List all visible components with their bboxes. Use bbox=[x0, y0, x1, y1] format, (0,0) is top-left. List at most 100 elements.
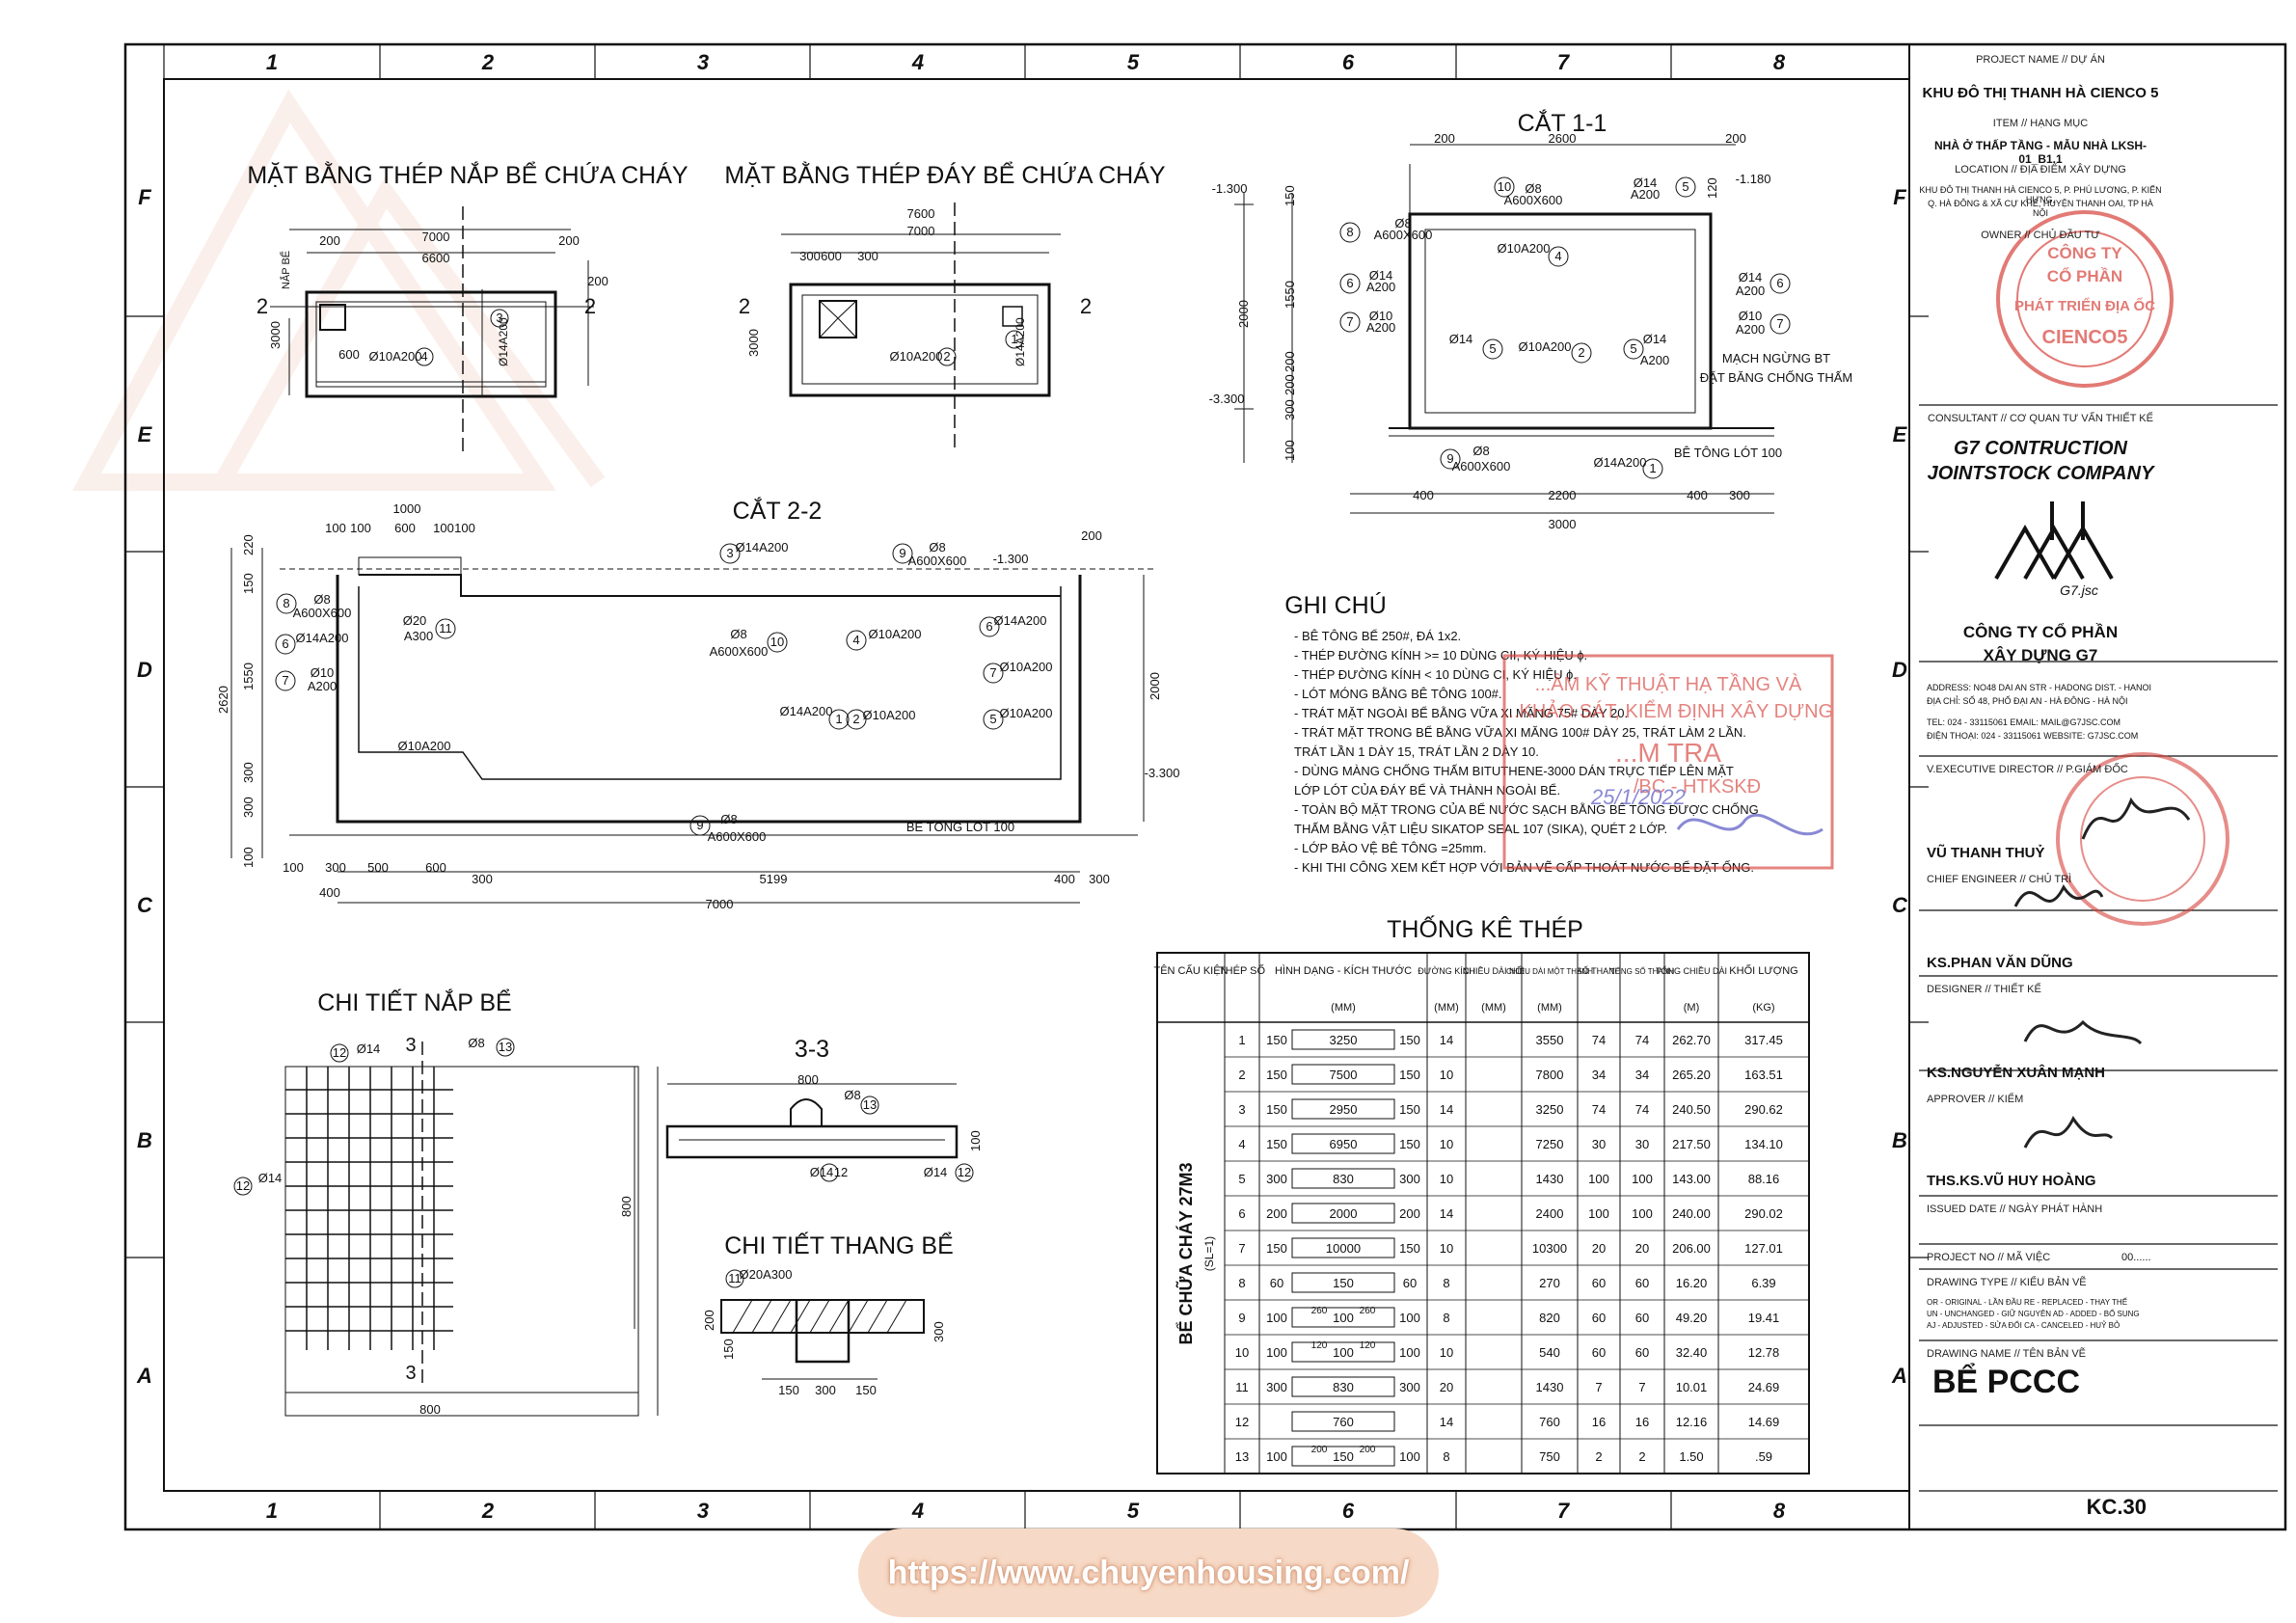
rebar-label: Ø14A200 bbox=[994, 613, 1047, 628]
table-cell: 3550 bbox=[1536, 1033, 1564, 1047]
table-cell: 74 bbox=[1592, 1102, 1606, 1117]
project-no: 00...... bbox=[2121, 1252, 2151, 1263]
table-cell: 150 bbox=[1399, 1068, 1420, 1082]
rebar-tag: 8 bbox=[283, 596, 289, 610]
rebar-label: Ø14 bbox=[1369, 268, 1393, 283]
dim-label: 150 bbox=[778, 1383, 799, 1397]
rebar-label: Ø10A200 bbox=[890, 349, 943, 364]
rebar-tag: 2 bbox=[852, 712, 859, 726]
rebar-label: A600X600 bbox=[293, 606, 352, 620]
dim-label: 6600 bbox=[422, 251, 450, 265]
rebar-shape bbox=[1291, 1064, 1395, 1085]
table-cell: 10 bbox=[1440, 1172, 1453, 1186]
chief-name: KS.PHAN VĂN DŨNG bbox=[1927, 955, 2073, 971]
dim-label: 200 bbox=[1283, 374, 1297, 395]
dim-label: 3000 bbox=[1549, 517, 1577, 531]
detail-lid-title: CHI TIẾT NẮP BỂ bbox=[317, 987, 511, 1016]
item-name: NHÀ Ở THẤP TẦNG - MẪU NHÀ LKSH-01_B1.1 bbox=[1933, 139, 2147, 166]
rebar-shape bbox=[1291, 1272, 1395, 1293]
table-cell: 14.69 bbox=[1748, 1415, 1780, 1429]
grid-col-label: 8 bbox=[1773, 1499, 1786, 1523]
note-line: - BÊ TÔNG BỂ 250#, ĐÁ 1x2. bbox=[1294, 629, 1461, 643]
table-cell-sub: 120 bbox=[1360, 1340, 1376, 1351]
dim-label: 150 bbox=[721, 1339, 736, 1360]
dim-label: 600 bbox=[821, 249, 842, 263]
rebar-label: Ø14 bbox=[357, 1041, 381, 1056]
table-cell: 12.78 bbox=[1748, 1345, 1780, 1360]
grid-row-label: C bbox=[137, 893, 153, 917]
rebar-shape bbox=[1291, 1029, 1395, 1050]
level-label: -3.300 bbox=[1209, 392, 1245, 406]
section-cut-label: 2 bbox=[584, 294, 596, 318]
rebar-tag: 4 bbox=[1554, 249, 1561, 263]
table-cell: 16 bbox=[1635, 1415, 1649, 1429]
dim-label: 5199 bbox=[760, 872, 788, 886]
note-line: - THÉP ĐƯỜNG KÍNH < 10 DÙNG CI, KÝ HIỆU … bbox=[1294, 667, 1577, 682]
owner-company-seal: CÔNG TY CỔ PHẦN PHÁT TRIỂN ĐỊA ỐC CIENCO… bbox=[1996, 210, 2174, 388]
rebar-shape bbox=[1291, 1341, 1395, 1363]
table-cell: 100 bbox=[1588, 1172, 1609, 1186]
dim-label: 300 bbox=[815, 1383, 836, 1397]
grid-row-label: F bbox=[1893, 185, 1906, 209]
table-cell: 150 bbox=[1266, 1102, 1287, 1117]
stamp-line: ...KHẢO SÁT, KIỂM ĐỊNH XÂY DỰNG bbox=[1503, 700, 1833, 722]
level-label: -3.300 bbox=[1145, 766, 1180, 780]
rebar-label: A200 bbox=[1631, 187, 1660, 202]
watermark-url[interactable]: https://www.chuyenhousing.com/ bbox=[887, 1554, 1410, 1591]
table-cell: 820 bbox=[1539, 1311, 1560, 1325]
table-cell: 16 bbox=[1592, 1415, 1606, 1429]
grid-col-label: 5 bbox=[1127, 50, 1140, 74]
rebar-label: A600X600 bbox=[1374, 228, 1433, 242]
table-cell: 100 bbox=[1266, 1449, 1287, 1464]
address-value: SỐ 48, PHỐ ĐẠI AN - HÀ ĐÔNG - HÀ NỘI bbox=[1962, 696, 2128, 706]
table-cell: 830 bbox=[1333, 1380, 1354, 1394]
rebar-label: Ø10A200 bbox=[1498, 241, 1551, 256]
rebar-label: Ø14A200 bbox=[1594, 455, 1647, 470]
designer-name: KS.NGUYỄN XUÂN MẠNH bbox=[1927, 1065, 2106, 1081]
project-name: KHU ĐÔ THỊ THANH HÀ CIENCO 5 bbox=[1922, 85, 2159, 101]
table-cell: 60 bbox=[1635, 1345, 1649, 1360]
table-cell: 8 bbox=[1443, 1449, 1449, 1464]
dim-label: 100 bbox=[241, 847, 256, 868]
rebar-label: Ø14 bbox=[810, 1165, 834, 1179]
grid-row-label: C bbox=[1892, 893, 1908, 917]
table-cell: 300 bbox=[1399, 1172, 1420, 1186]
table-cell: 750 bbox=[1539, 1449, 1560, 1464]
director-name: VŨ THANH THUỶ bbox=[1927, 845, 2045, 861]
table-cell: 74 bbox=[1635, 1033, 1649, 1047]
rebar-shape bbox=[1291, 1376, 1395, 1397]
rebar-label: Ø20A300 bbox=[740, 1267, 793, 1282]
rebar-tag: 12 bbox=[834, 1165, 848, 1179]
dim-label: 7000 bbox=[706, 897, 734, 911]
rebar-tag: 12 bbox=[236, 1178, 250, 1193]
rebar-label: A600X600 bbox=[710, 644, 769, 659]
dim-label: 300 bbox=[1283, 399, 1297, 420]
plan-bottom-drawing: 7600 7000 300 600 300 Ø10A200 2 1 2 2 30… bbox=[739, 203, 1092, 453]
consultant-company-seal bbox=[2056, 752, 2229, 926]
dim-label: 600 bbox=[338, 347, 360, 362]
rebar-shape bbox=[1291, 1446, 1395, 1467]
dim-label: 400 bbox=[1687, 488, 1708, 502]
watermark-url-banner[interactable]: https://www.chuyenhousing.com/ bbox=[858, 1528, 1439, 1617]
table-cell: 134.10 bbox=[1744, 1137, 1783, 1151]
table-cell: 150 bbox=[1399, 1137, 1420, 1151]
table-cell: 200 bbox=[1266, 1206, 1287, 1221]
notes-title: GHI CHÚ bbox=[1284, 591, 1387, 619]
rebar-label: Ø10A200 bbox=[1519, 339, 1572, 354]
dim-label: 1550 bbox=[241, 663, 256, 690]
table-cell: 240.50 bbox=[1672, 1102, 1711, 1117]
table-cell: 13 bbox=[1235, 1449, 1249, 1464]
signature bbox=[2013, 797, 2191, 1149]
rebar-label: A200 bbox=[1366, 280, 1395, 294]
table-cell: 20 bbox=[1440, 1380, 1453, 1394]
table-cell: 150 bbox=[1266, 1068, 1287, 1082]
dim-label: 150 bbox=[1283, 185, 1297, 206]
rebar-label: Ø14 bbox=[924, 1165, 948, 1179]
location-label: LOCATION // ĐỊA ĐIỂM XÂY DỰNG bbox=[1955, 164, 2126, 176]
table-cell: 7 bbox=[1238, 1241, 1245, 1256]
stamp-line: ...ÂM KỸ THUẬT HẠ TẦNG VÀ bbox=[1535, 672, 1802, 695]
approver-label: APPROVER // KIỂM bbox=[1927, 1094, 2024, 1105]
table-header: THÉP SỐ bbox=[1219, 963, 1266, 977]
drawing-type-line: UN - UNCHANGED - GIỮ NGUYÊN AD - ADDED -… bbox=[1927, 1310, 2140, 1318]
